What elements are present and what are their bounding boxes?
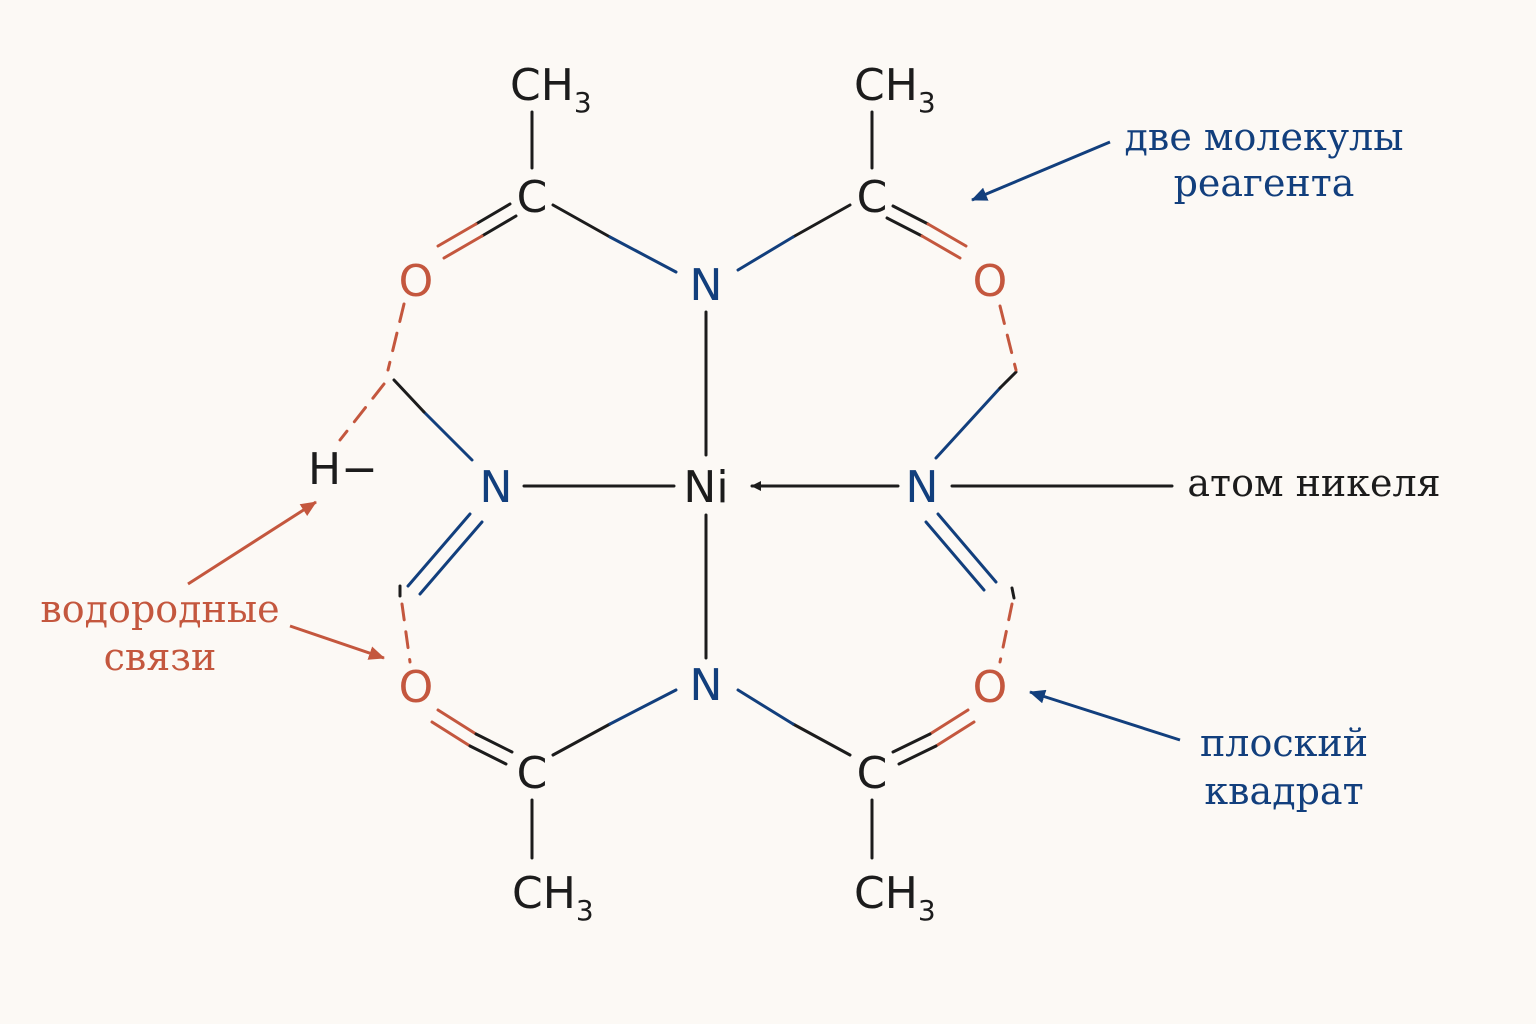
double-bond-co-bottom-left-a2 — [474, 732, 514, 754]
arrow-hbond-lower — [289, 624, 385, 660]
label-hbonds-line2: связи — [104, 635, 217, 679]
double-bond-co-bottom-left-b — [430, 720, 472, 748]
bond-right-lower-stub — [1010, 586, 1016, 600]
double-bond-n-left-lower-b — [418, 520, 484, 596]
bond-n-left-upper — [422, 410, 474, 462]
hbond-top-right — [998, 304, 1018, 372]
label-square-line2: квадрат — [1204, 769, 1363, 813]
double-bond-co-bottom-right-a2 — [891, 732, 932, 754]
oxygen-top-right: O — [973, 256, 1008, 307]
double-bond-co-bottom-left-b2 — [468, 744, 508, 766]
arrow-two-molecules — [971, 140, 1111, 202]
double-bond-n-left-lower-a — [406, 512, 472, 588]
double-bond-co-bottom-right-b — [934, 720, 976, 748]
hbond-top-left-upper — [386, 302, 406, 372]
arrow-hbond-upper — [187, 500, 317, 586]
nitrogen-top: N — [690, 260, 723, 311]
nitrogen-right: N — [906, 462, 939, 513]
double-bond-co-top-left-b2 — [442, 234, 484, 260]
nitrogen-bottom: N — [690, 660, 723, 711]
carbon-top-right: C — [857, 172, 888, 223]
bond-c-n-bottom-left — [551, 722, 612, 757]
double-bond-n-right-lower-b — [924, 520, 986, 592]
carbon-bottom-right: C — [857, 748, 888, 799]
label-square-line1: плоский — [1200, 721, 1368, 765]
carbon-top-left: C — [517, 172, 548, 223]
nitrogen-left: N — [480, 462, 513, 513]
double-bond-co-top-left-a — [474, 202, 512, 226]
double-bond-co-top-left-a2 — [436, 222, 478, 248]
arrow-square — [1029, 689, 1181, 742]
bond-c-n-top-left — [551, 203, 612, 239]
label-two-molecules-line2: реагента — [1174, 161, 1355, 205]
bonds — [338, 110, 1174, 860]
hydrogen-atom: H− — [308, 444, 378, 495]
oxygen-bottom-left: O — [399, 662, 434, 713]
bond-n-right-upper — [934, 386, 1002, 460]
hbond-bottom-right — [998, 602, 1014, 664]
ch3-top-left: CH3 — [510, 60, 592, 119]
ch3-top-right: CH3 — [854, 60, 936, 119]
double-bond-co-bottom-left-a — [436, 708, 478, 736]
carbon-bottom-left: C — [517, 748, 548, 799]
double-bond-co-bottom-right-b2 — [897, 744, 938, 766]
bond-n-right-upper-b — [998, 370, 1018, 390]
bond-c-n-top-right — [791, 203, 852, 239]
double-bond-co-top-right-b — [885, 216, 924, 238]
double-bond-co-top-right-a2 — [926, 222, 968, 248]
double-bond-co-top-left-b — [480, 214, 518, 238]
bond-n-left-upper-b — [392, 378, 426, 414]
label-hbonds-line1: водородные — [40, 587, 279, 631]
ch3-bottom-left: CH3 — [512, 868, 594, 927]
label-two-molecules-line1: две молекулы — [1125, 115, 1404, 159]
annotation-labels: две молекулы реагента атом никеля водоро… — [40, 115, 1440, 813]
double-bond-n-right-lower-a — [936, 512, 998, 584]
double-bond-co-top-right-a — [891, 204, 930, 226]
oxygen-bottom-right: O — [973, 662, 1008, 713]
bond-c-n-top-right-blue — [736, 235, 795, 272]
annotation-arrows — [187, 140, 1181, 742]
label-nickel-atom: атом никеля — [1187, 461, 1440, 505]
bond-c-n-bottom-right-blue — [736, 688, 795, 726]
hbond-top-left-lower — [338, 382, 386, 442]
bond-c-n-bottom-left-blue — [608, 688, 678, 726]
double-bond-co-top-right-b2 — [920, 234, 962, 260]
double-bond-co-bottom-right-a — [928, 708, 970, 736]
bond-c-n-bottom-right — [791, 722, 852, 757]
oxygen-top-left: O — [399, 256, 434, 307]
hbond-bottom-left — [400, 602, 412, 664]
ch3-bottom-right: CH3 — [854, 868, 936, 927]
bond-c-n-top-left-blue — [608, 235, 678, 274]
nickel-atom: Ni — [683, 462, 728, 513]
atoms: CH3 CH3 CH3 CH3 C C C C O O O O N N N N … — [308, 60, 1007, 927]
